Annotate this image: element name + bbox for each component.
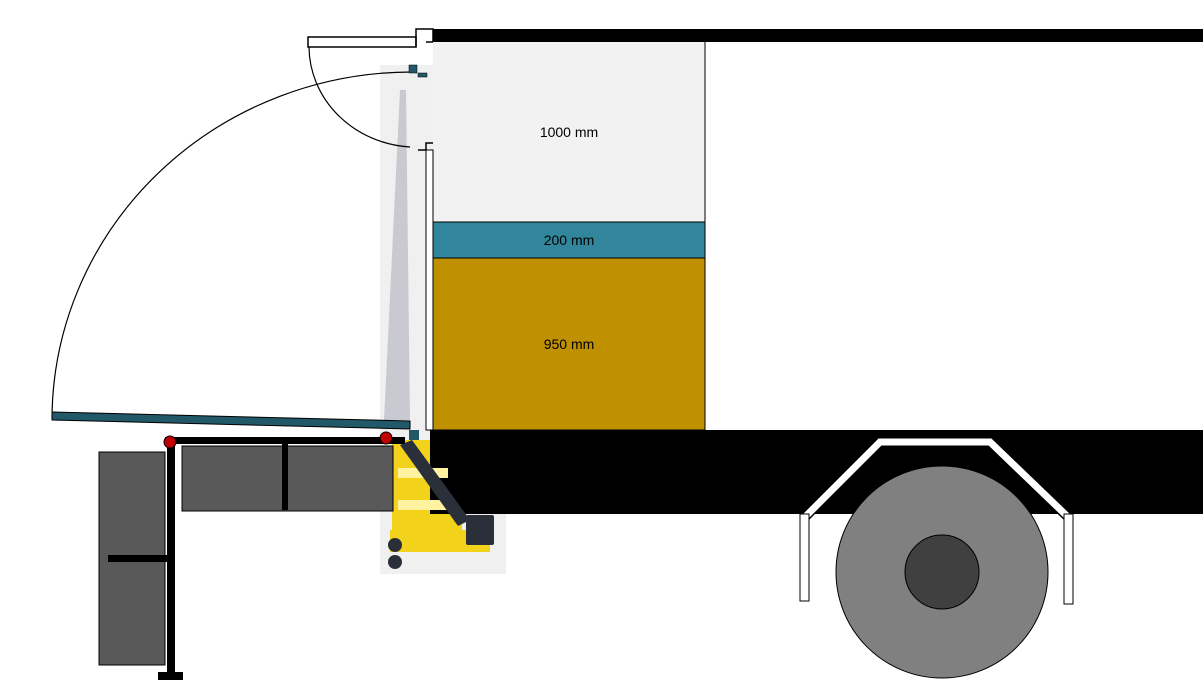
support-foot [158, 672, 183, 680]
roof-flap [307, 36, 417, 48]
mudguard-rear [1063, 513, 1074, 605]
box-divider [282, 441, 288, 510]
support-crossbar [108, 555, 168, 562]
hinge-square [417, 72, 428, 78]
layer-label-950: 950 mm [544, 336, 595, 352]
lift-blade [384, 90, 410, 420]
layer-label-200: 200 mm [544, 232, 595, 248]
lift-mechanism [388, 430, 494, 569]
lift-platform [51, 411, 411, 430]
mudguard-front [799, 513, 810, 602]
door-frame-top [415, 28, 434, 47]
door-post [425, 149, 434, 431]
layer-1000 [433, 42, 705, 222]
pivot-point [379, 431, 393, 445]
frame-bar [165, 437, 405, 444]
door-hinge [418, 142, 433, 151]
pivot-point [163, 435, 177, 449]
wheel-hub [904, 534, 980, 610]
support-post [167, 440, 175, 675]
fender [802, 438, 1071, 520]
layer-950 [432, 257, 706, 431]
layer-label-1000: 1000 mm [540, 124, 598, 140]
flap-swing-arc [308, 46, 411, 148]
hinge-square [408, 64, 418, 74]
platform-swing-arc [51, 71, 413, 419]
roof-bar [433, 29, 1203, 42]
